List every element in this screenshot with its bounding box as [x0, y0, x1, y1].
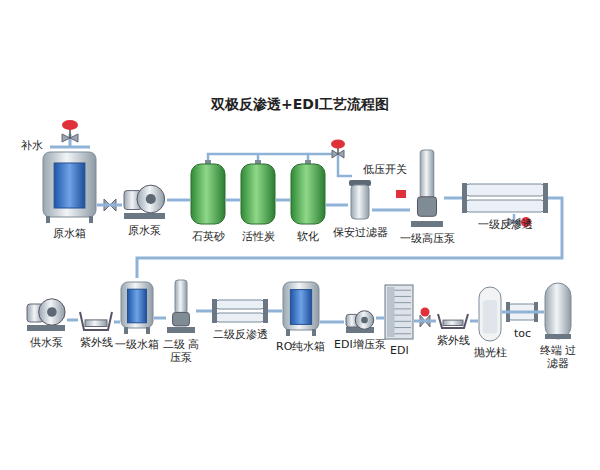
equipment-label: EDI增压泵 [334, 338, 386, 351]
membrane-symbol [212, 298, 268, 324]
equipment-node: 紫外线 [436, 312, 470, 330]
water-pipe [470, 320, 478, 323]
equipment-label: 一级水箱 [115, 338, 159, 351]
equipment-node: 一级水箱 [120, 278, 154, 334]
annotation-label: 低压开关 [362, 163, 408, 176]
equipment-node: 抛光柱 [478, 286, 502, 342]
water-pipe [67, 319, 78, 322]
equipment-label: 供水泵 [30, 336, 63, 349]
water-pipe [114, 321, 120, 324]
equipment-label: 保安过滤器 [333, 226, 388, 239]
makeup-valve [50, 120, 90, 147]
water-pipe [276, 199, 290, 202]
vessel-symbol [240, 162, 276, 226]
tank-symbol [120, 278, 154, 334]
equipment-label: 一级高压泵 [400, 232, 455, 245]
valve-symbol [420, 308, 430, 328]
water-pipe [414, 320, 436, 323]
water-pipe [502, 311, 544, 314]
membrane-symbol [462, 182, 548, 214]
equipment-label: 紫外线 [80, 336, 113, 349]
equipment-node: 原水箱 [42, 148, 97, 223]
uv-symbol [78, 310, 114, 332]
annotation-label: toc [513, 327, 532, 340]
edi-symbol [384, 284, 414, 340]
pump-symbol [344, 306, 376, 334]
equipment-node: 一级高压泵 [410, 150, 444, 228]
equipment-node: 一级反渗透 [462, 182, 548, 214]
water-pipe [154, 317, 166, 320]
water-pipe [97, 204, 122, 207]
vessel-symbol [190, 162, 226, 226]
equipment-label: 一级反渗透 [478, 218, 533, 231]
equipment-node: 石英砂 [190, 162, 226, 226]
water-pipe [226, 199, 240, 202]
pressure-switch [396, 190, 406, 198]
hpump-symbol [410, 150, 444, 228]
equipment-label: 紫外线 [437, 334, 470, 347]
hpump-symbol [166, 280, 196, 334]
water-pipe [320, 321, 344, 324]
equipment-label: 软化 [297, 230, 319, 243]
equipment-label: 活性炭 [242, 230, 275, 243]
equipment-node: 供水泵 [25, 292, 67, 332]
tank-symbol [282, 278, 320, 336]
equipment-node: EDI [384, 284, 414, 340]
equipment-node: RO纯水箱 [282, 278, 320, 336]
equipment-label: EDI [390, 344, 409, 357]
equipment-label: 石英砂 [192, 230, 225, 243]
equipment-node: 保安过滤器 [348, 180, 372, 222]
equipment-node: EDI增压泵 [344, 306, 376, 334]
equipment-label: 终端 过滤器 [539, 344, 577, 370]
water-pipe [167, 199, 190, 202]
annotation-label: 补水 [20, 139, 44, 152]
equipment-label: 原水泵 [128, 224, 161, 237]
diagram-title: 双极反渗透+EDI工艺流程图 [211, 96, 389, 114]
water-pipe [196, 310, 212, 313]
equipment-label: 二级反渗透 [213, 328, 268, 341]
equipment-label: RO纯水箱 [276, 340, 325, 353]
column-symbol [478, 286, 502, 342]
equipment-label: 二级 高压泵 [162, 338, 200, 364]
term-symbol [544, 282, 572, 340]
equipment-node: 二级反渗透 [212, 298, 268, 324]
pump-symbol [25, 292, 67, 332]
equipment-node: 二级 高压泵 [166, 280, 196, 334]
uv-symbol [436, 312, 470, 330]
equipment-label: 原水箱 [53, 227, 86, 240]
manifold-pipe [208, 154, 352, 176]
vessel-symbol [290, 162, 326, 226]
filter-symbol [348, 180, 372, 222]
water-pipe [268, 310, 282, 313]
pump-symbol [122, 178, 167, 220]
equipment-node: 软化 [290, 162, 326, 226]
water-pipe [376, 317, 384, 320]
water-pipe [326, 204, 348, 207]
equipment-node: 原水泵 [122, 178, 167, 220]
equipment-node: 终端 过滤器 [544, 282, 572, 340]
equipment-node: 紫外线 [78, 310, 114, 332]
equipment-node: 活性炭 [240, 162, 276, 226]
valve-symbol [331, 140, 345, 159]
equipment-label: 抛光柱 [474, 346, 507, 359]
water-pipe [444, 197, 462, 200]
water-pipe [372, 209, 410, 212]
tank-symbol [42, 148, 97, 223]
